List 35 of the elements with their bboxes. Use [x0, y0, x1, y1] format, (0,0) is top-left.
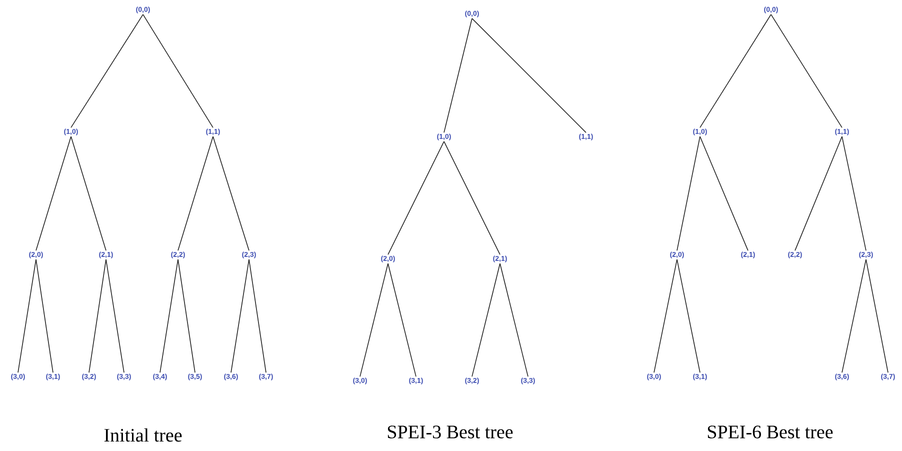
- tree-branch: [842, 136, 866, 251]
- tree-branch: [178, 136, 214, 251]
- tree-branch: [654, 259, 678, 373]
- tree-caption: SPEI-6 Best tree: [708, 426, 833, 438]
- tree-branch: [676, 136, 700, 251]
- tree-branch: [700, 14, 772, 128]
- tree-caption: Initial tree: [104, 428, 182, 442]
- tree-branch: [388, 141, 444, 255]
- tree-branch: [444, 18, 472, 133]
- tree-branch: [500, 263, 528, 377]
- tree-branch: [160, 259, 178, 373]
- tree-caption: SPEI-3 Best tree: [388, 426, 513, 438]
- tree-branch: [142, 14, 214, 128]
- tree-branch: [770, 14, 842, 128]
- tree-branch: [88, 259, 106, 373]
- tree-branch: [36, 136, 72, 251]
- tree-branch: [360, 263, 388, 377]
- tree-branch: [472, 18, 586, 133]
- tree-branch: [794, 136, 842, 251]
- tree-branch: [18, 259, 36, 373]
- tree-branch: [70, 14, 144, 128]
- tree-branch: [106, 259, 124, 373]
- tree-branch: [472, 263, 500, 377]
- tree-branch: [248, 259, 266, 373]
- tree-branch: [212, 136, 250, 251]
- tree-branch: [70, 136, 106, 251]
- tree-branch: [842, 259, 866, 373]
- tree-branch: [36, 259, 54, 373]
- tree-branch: [676, 259, 700, 373]
- tree-branch: [444, 141, 500, 255]
- tree-branch: [700, 136, 748, 251]
- tree-branch: [230, 259, 250, 373]
- tree-branch: [178, 259, 196, 373]
- tree-branch: [388, 263, 416, 377]
- tree-branch: [866, 259, 888, 373]
